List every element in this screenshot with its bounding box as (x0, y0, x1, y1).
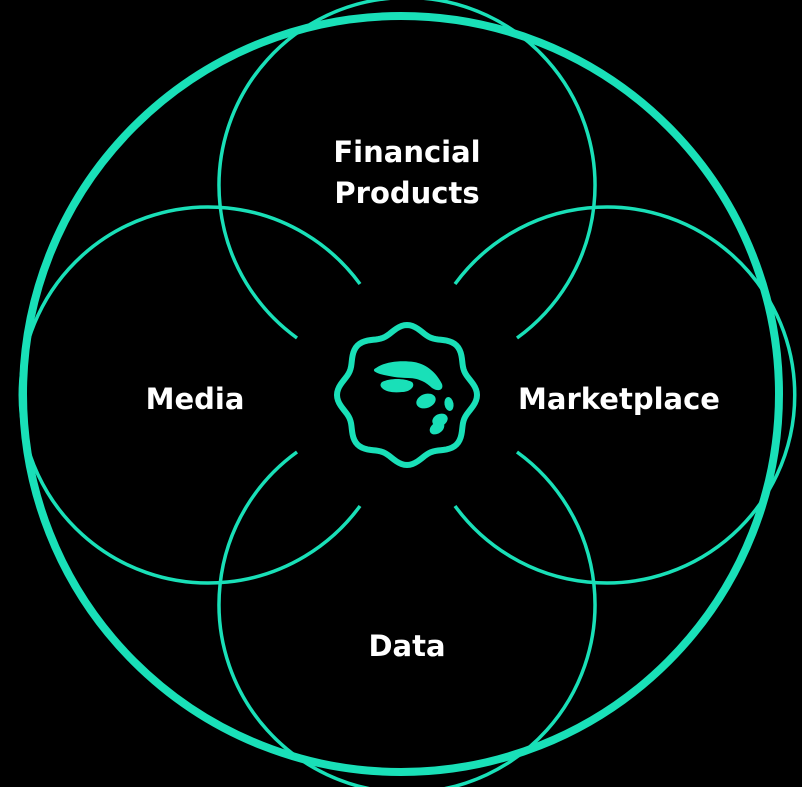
label-data: Data (368, 629, 445, 663)
logo-mark-icon (373, 361, 454, 435)
outer-ring (19, 12, 783, 776)
label-financial-products-line2: Products (334, 176, 479, 210)
top-petal-circle (217, 0, 597, 340)
brand-logo-badge-icon (333, 321, 481, 469)
badge-wavy-border (333, 321, 481, 469)
label-financial-products-line1: Financial (333, 135, 480, 169)
right-petal-circle (453, 205, 797, 585)
bottom-petal-circle (217, 450, 597, 787)
label-media: Media (146, 382, 245, 416)
left-petal-circle (18, 205, 362, 585)
label-marketplace: Marketplace (518, 382, 720, 416)
